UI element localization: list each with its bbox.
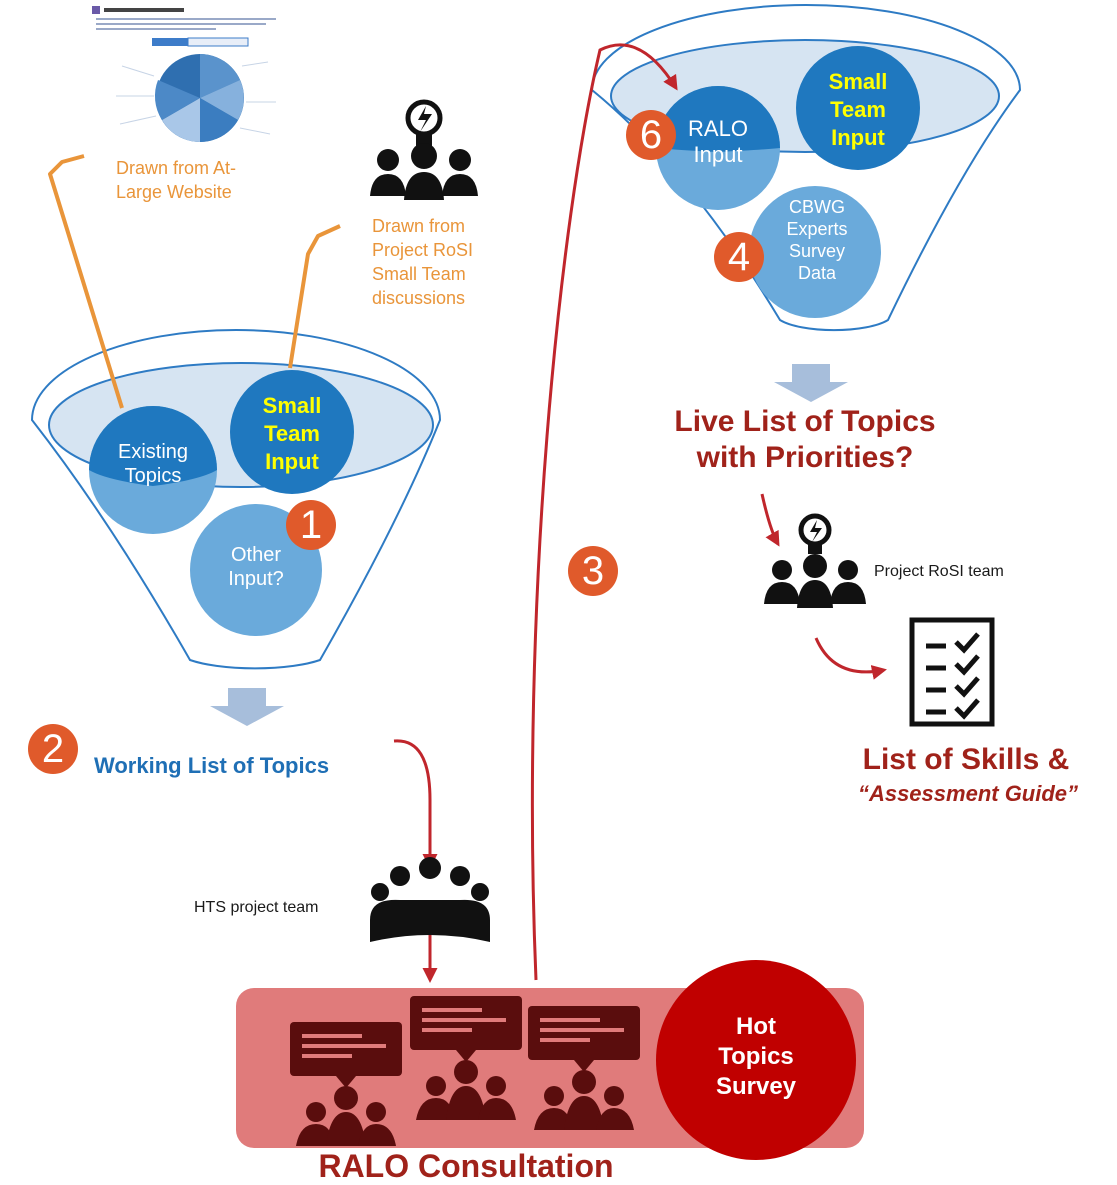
step-3-badge: 3 xyxy=(568,546,618,596)
existing-topics-label: Existing Topics xyxy=(117,441,189,487)
other-input-label: Other Input? xyxy=(228,544,284,590)
hot-topics-survey-circle xyxy=(656,960,856,1160)
assessment-guide-subtitle: “Assessment Guide” xyxy=(857,781,1079,806)
ralo-consultation-heading: RALO Consultation xyxy=(318,1148,614,1184)
step-1-badge: 1 xyxy=(286,500,336,550)
small-team-input-label-right: Small Team Input xyxy=(828,69,888,150)
small-team-input-bubble-right xyxy=(796,46,920,170)
rosi-source-note: Drawn from Project RoSI Small Team discu… xyxy=(372,216,474,308)
left-funnel xyxy=(30,329,442,670)
rosi-team-caption: Project RoSI team xyxy=(874,563,1004,580)
red-arrows xyxy=(393,43,887,983)
ralo-input-label: RALO Input xyxy=(688,116,748,167)
step-6-badge: 6 xyxy=(626,110,676,160)
skills-heading: List of Skills & xyxy=(862,743,1070,776)
step-2-badge: 2 xyxy=(28,724,78,774)
website-source-note: Drawn from At- Large Website xyxy=(116,158,237,202)
project-rosi-team-icon xyxy=(764,513,866,608)
source-connectors xyxy=(48,154,341,409)
live-list-heading: Live List of Topics with Priorities? xyxy=(674,405,936,474)
step-4-badge: 4 xyxy=(714,232,764,282)
small-team-input-label-left: Small Team Input xyxy=(262,393,322,474)
ralo-consultation-band xyxy=(236,960,864,1160)
website-screenshot-thumbnail xyxy=(92,6,282,156)
funnel-output-arrows xyxy=(210,364,848,726)
checklist-icon xyxy=(909,617,995,727)
hot-topics-survey-label: Hot Topics Survey xyxy=(715,1013,797,1100)
cbwg-survey-label: CBWG Experts Survey Data xyxy=(786,197,848,283)
small-team-input-bubble xyxy=(230,370,354,494)
hts-team-icon xyxy=(370,857,490,942)
rosi-team-icon xyxy=(370,99,478,200)
hts-team-caption: HTS project team xyxy=(194,899,319,916)
right-funnel xyxy=(590,4,1022,332)
cbwg-survey-bubble xyxy=(749,186,881,318)
working-list-heading: Working List of Topics xyxy=(94,753,330,778)
